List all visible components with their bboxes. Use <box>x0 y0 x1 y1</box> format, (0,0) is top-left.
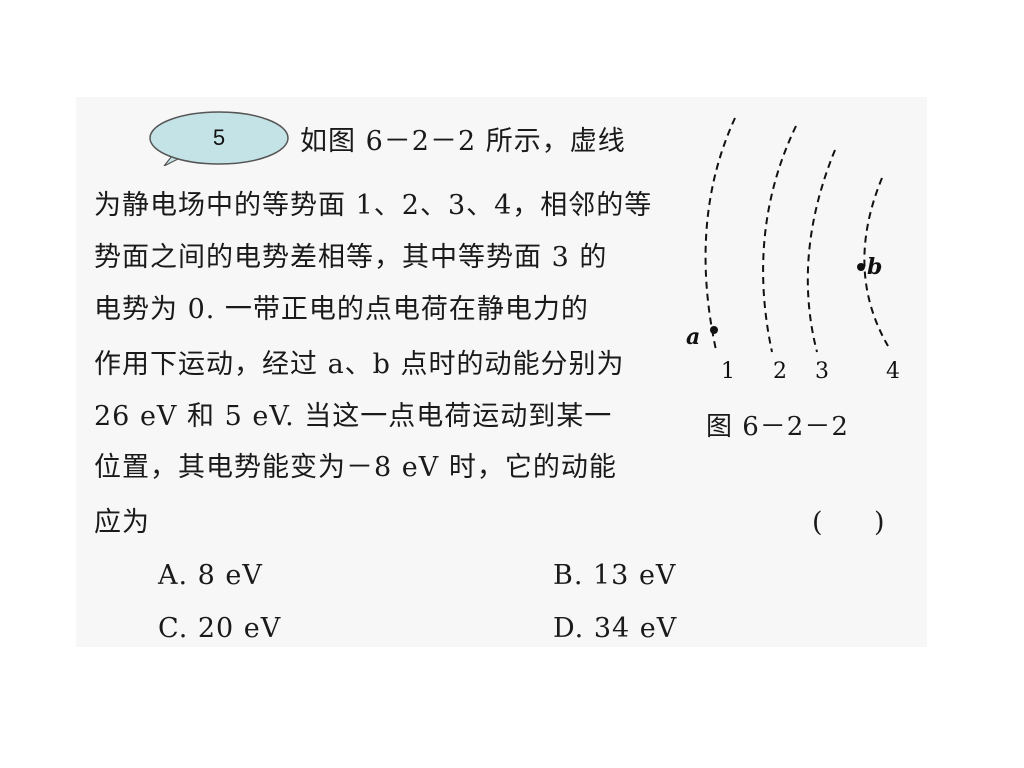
equipotential-surface-3 <box>806 149 836 353</box>
question-line-4: 电势为 0. 一带正电的点电荷在静电力的 <box>94 294 589 325</box>
equipotential-figure: a b 1 2 3 4 <box>686 117 900 384</box>
question-panel <box>76 97 927 647</box>
point-a-label: a <box>686 324 700 350</box>
surface-label-2: 2 <box>773 359 787 384</box>
question-line-5: 作用下运动，经过 a、b 点时的动能分别为 <box>94 349 625 380</box>
point-b-dot <box>857 263 865 271</box>
surface-label-4: 4 <box>886 359 900 384</box>
question-line-7: 位置，其电势能变为－8 eV 时，它的动能 <box>94 452 617 483</box>
equipotential-surface-1 <box>704 117 736 351</box>
surface-label-1: 1 <box>721 359 735 384</box>
figure-caption: 图 6－2－2 <box>706 412 849 442</box>
surface-label-3: 3 <box>815 359 829 384</box>
question-line-2: 为静电场中的等势面 1、2、3、4，相邻的等 <box>94 190 653 221</box>
point-b-label: b <box>867 254 882 280</box>
question-line-6: 26 eV 和 5 eV. 当这一点电荷运动到某一 <box>94 401 613 432</box>
point-a-dot <box>710 326 718 334</box>
option-d: D. 34 eV <box>553 613 678 644</box>
option-a: A. 8 eV <box>158 560 263 591</box>
question-line-8: 应为 <box>94 507 150 538</box>
answer-bracket: ( ) <box>812 507 885 538</box>
option-c: C. 20 eV <box>158 613 282 644</box>
question-number: 5 <box>212 125 226 150</box>
question-line-3: 势面之间的电势差相等，其中等势面 3 的 <box>94 242 608 273</box>
option-b: B. 13 eV <box>553 560 677 591</box>
equipotential-surface-2 <box>762 125 797 353</box>
question-number-badge <box>149 111 289 166</box>
question-line-1: 如图 6－2－2 所示，虚线 <box>300 126 626 157</box>
